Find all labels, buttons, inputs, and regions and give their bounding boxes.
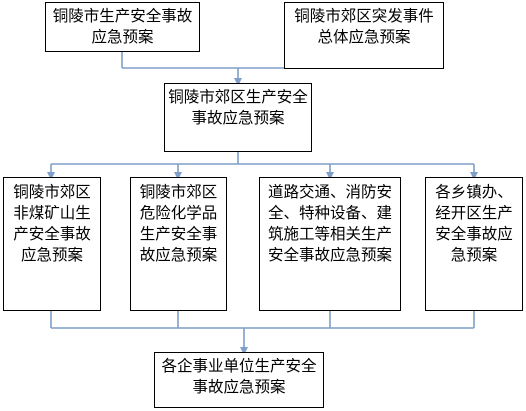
node-hazardous-chemicals-plan: 铜陵市郊区危险化学品生产安全事故应急预案 [130, 177, 227, 311]
node-city-production-safety-plan: 铜陵市生产安全事故应急预案 [45, 2, 200, 52]
node-township-development-zone-plan: 各乡镇办、经开区生产安全事故应急预案 [425, 177, 523, 311]
node-enterprise-unit-plan: 各企事业单位生产安全事故应急预案 [154, 352, 324, 408]
node-district-production-safety-plan: 铜陵市郊区生产安全事故应急预案 [164, 83, 312, 152]
node-district-emergency-master-plan: 铜陵市郊区突发事件总体应急预案 [284, 2, 444, 69]
node-traffic-fire-equipment-construction-plan: 道路交通、消防安全、特种设备、建筑施工等相关生产安全事故应急预案 [259, 177, 401, 311]
node-non-coal-mine-plan: 铜陵市郊区非煤矿山生产安全事故应急预案 [3, 177, 101, 311]
